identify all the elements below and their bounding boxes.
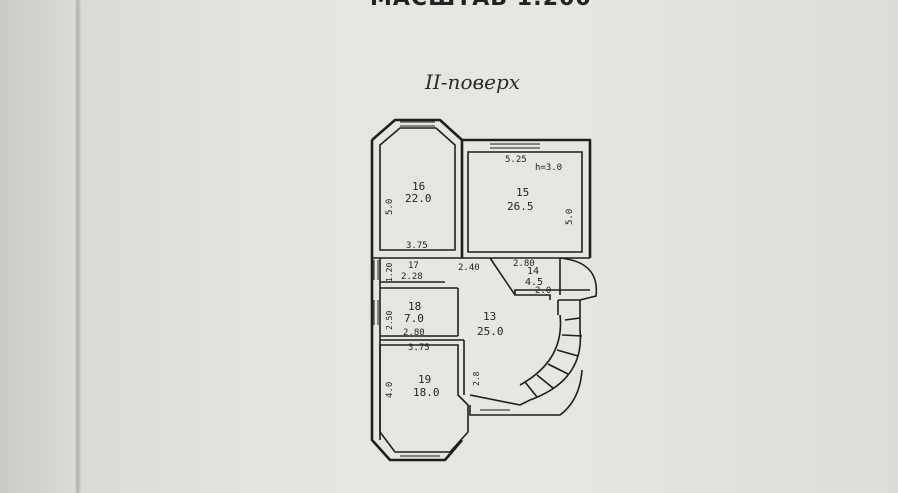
room-18-number: 18 xyxy=(408,300,421,313)
room-15-number: 15 xyxy=(516,186,529,199)
spiral-stair xyxy=(469,257,598,416)
dim-3-75-top: 3.75 xyxy=(406,241,428,251)
room-13-number: 13 xyxy=(483,310,496,323)
dim-5-25: 5.25 xyxy=(505,155,527,165)
dim-5-0-right: 5.0 xyxy=(565,209,575,225)
room-19-area: 18.0 xyxy=(413,386,440,399)
dim-height: h=3.0 xyxy=(535,163,562,173)
room-16-number: 16 xyxy=(412,180,425,193)
dim-2-0: 2.0 xyxy=(535,286,551,296)
room-17-area: 2.28 xyxy=(401,272,423,282)
room-17-number: 17 xyxy=(408,261,419,271)
room-18-area: 7.0 xyxy=(404,312,424,325)
room-15-area: 26.5 xyxy=(507,200,534,213)
dim-2-50: 2.50 xyxy=(385,311,394,330)
dim-2-40: 2.40 xyxy=(458,263,480,273)
room-13-area: 25.0 xyxy=(477,325,504,338)
inner-walls xyxy=(372,127,590,453)
room-14-number: 14 xyxy=(527,266,539,277)
dim-2-80-top: 2.80 xyxy=(513,259,535,269)
room-14-area: 4.5 xyxy=(525,277,543,288)
scale-heading: МАСШТАБ 1:200 xyxy=(370,0,592,11)
dim-5-0-left: 5.0 xyxy=(385,199,395,215)
outer-walls xyxy=(370,118,592,462)
floor-title: II-поверх xyxy=(425,70,521,94)
dim-1-20: 1.20 xyxy=(385,263,394,282)
dim-2-80-mid: 2.80 xyxy=(403,328,425,338)
windows xyxy=(373,121,540,457)
room-16-area: 22.0 xyxy=(405,192,432,205)
dim-3-75-bottom: 3.75 xyxy=(408,343,430,353)
room-19-number: 19 xyxy=(418,373,431,386)
page-fold xyxy=(76,0,79,493)
dim-4-0: 4.0 xyxy=(385,382,395,398)
dim-2-8: 2.8 xyxy=(472,371,481,386)
